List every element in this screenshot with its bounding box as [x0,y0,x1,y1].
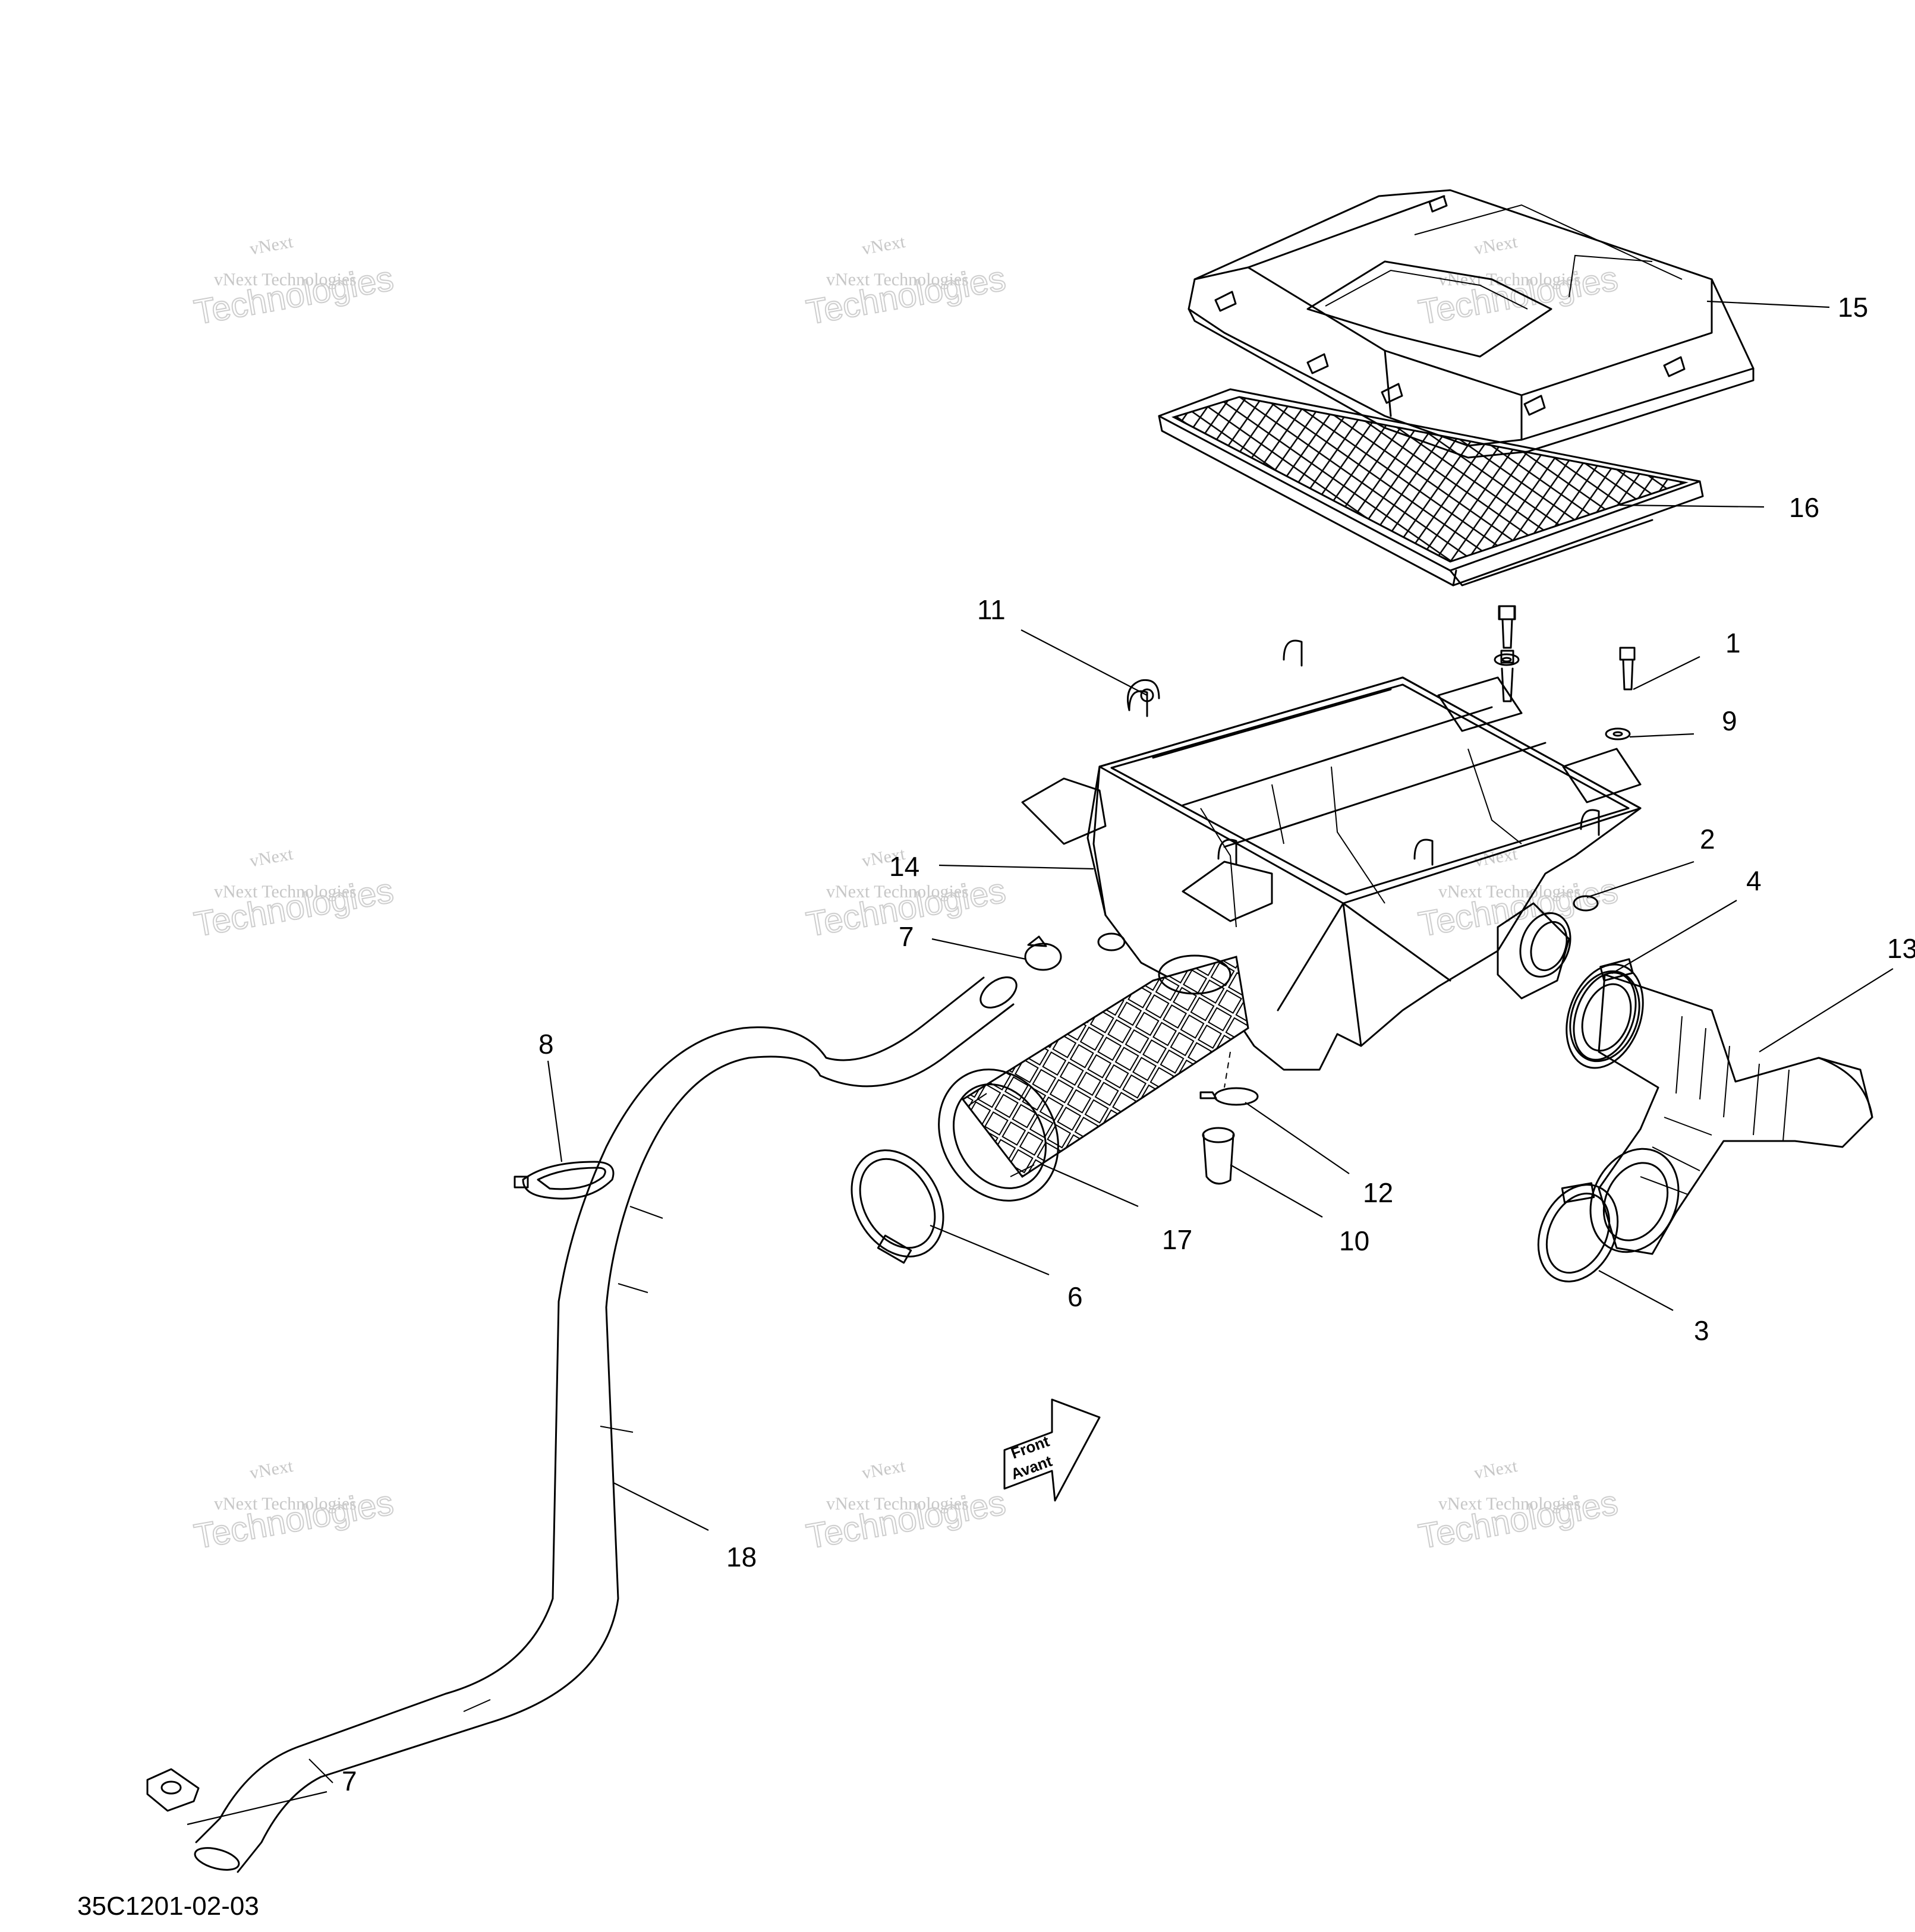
watermarks: vNext vNext Technologies Technologies vN… [191,232,1621,1557]
watermark-line2: vNext Technologies [214,1494,357,1514]
watermark-line2: vNext Technologies [1438,882,1581,902]
callout-14: 14 [889,851,919,882]
clip-part-11 [1127,679,1160,711]
watermark-line2: vNext Technologies [1438,1494,1581,1514]
watermark-line1: vNext [248,232,295,259]
clamp-part-7-lower [146,1768,200,1812]
airbox-cover-part-15 [1188,189,1755,459]
callout-7-upper: 7 [899,921,914,952]
callout-18: 18 [726,1542,757,1572]
watermark-2: vNext vNext Technologies Technologies [803,232,1009,333]
drain-cap-part-10 [1202,1051,1235,1185]
callout-8: 8 [538,1029,554,1060]
callout-10: 10 [1339,1225,1369,1256]
watermark-1: vNext vNext Technologies Technologies [191,232,397,333]
air-filter-part-16 [1158,388,1704,587]
callout-12: 12 [1363,1177,1393,1208]
watermark-4: vNext vNext Technologies Technologies [191,844,397,945]
watermark-line2: vNext Technologies [1438,270,1581,289]
watermark-9: vNext vNext Technologies Technologies [1415,1456,1621,1557]
watermark-line2: vNext Technologies [826,882,969,902]
grommet-part-2 [1573,895,1599,912]
watermark-line2: vNext Technologies [214,882,357,902]
bolt-part-1-right [1619,647,1636,691]
intake-duct-part-17 [938,954,1249,1202]
callout-3: 3 [1694,1315,1709,1346]
leader-lines [187,300,1894,1826]
airbox-housing-part-14 [1021,639,1642,1071]
callouts: 1 2 3 4 6 7 7 8 9 10 11 12 13 14 15 16 1… [342,292,1915,1797]
diagram-code: 35C1201-02-03 [77,1892,259,1921]
clamp-part-4 [1566,958,1644,1069]
callout-6: 6 [1067,1281,1083,1312]
callout-13: 13 [1887,933,1915,964]
watermark-line2: vNext Technologies [826,270,969,289]
callout-15: 15 [1838,292,1868,323]
callout-4: 4 [1746,865,1762,896]
front-direction-arrow: Front Avant [1003,1398,1101,1502]
clamp-part-12 [1199,1087,1259,1106]
clamp-part-7-upper [1024,935,1062,971]
callout-1: 1 [1725,628,1741,658]
clamp-part-3 [1537,1182,1619,1282]
outlet-duct-part-13 [1569,970,1873,1255]
watermark-line1: vNext [860,1456,907,1483]
watermark-line1: vNext [1472,232,1519,259]
bracket-part-8 [514,1161,615,1200]
watermark-line1: vNext [248,844,295,871]
callout-16: 16 [1789,492,1819,523]
watermark-line1: vNext [1472,1456,1519,1483]
watermark-line1: vNext [860,232,907,259]
clamp-part-6 [851,1149,944,1264]
breather-hose-part-18 [194,976,1018,1873]
watermark-7: vNext vNext Technologies Technologies [191,1456,397,1557]
watermark-line2: vNext Technologies [826,1494,969,1514]
callout-2: 2 [1700,824,1715,855]
washer-part-9 [1494,653,1631,740]
watermark-line2: vNext Technologies [214,270,357,289]
callout-9: 9 [1722,705,1737,736]
callout-17: 17 [1162,1224,1192,1255]
watermark-3: vNext vNext Technologies Technologies [1415,232,1621,333]
bolt-part-1-upper [1498,605,1516,620]
watermark-line1: vNext [248,1456,295,1483]
callout-11: 11 [977,594,1006,625]
callout-7-lower: 7 [342,1766,357,1797]
watermark-8: vNext vNext Technologies Technologies [803,1456,1009,1557]
